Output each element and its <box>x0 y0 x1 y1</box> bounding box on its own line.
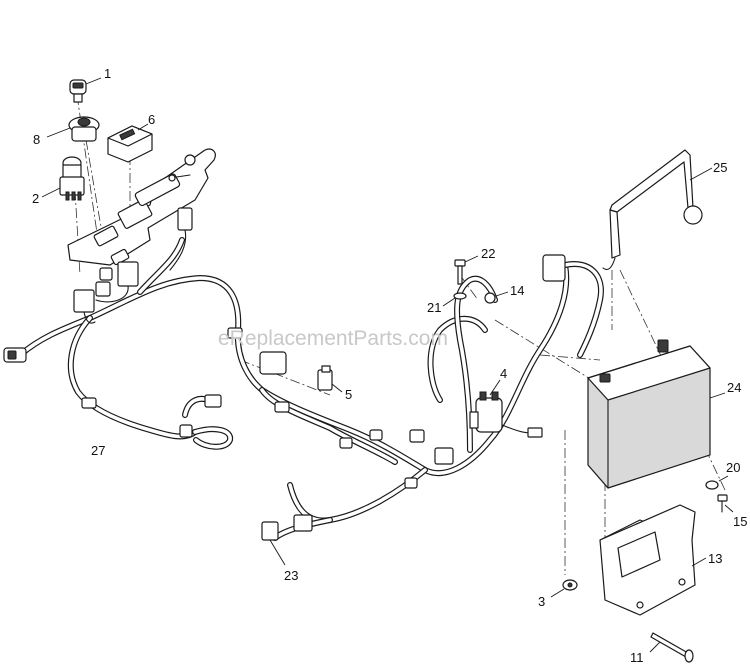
part-20-washer <box>705 475 729 490</box>
callout-1: 1 <box>104 66 111 81</box>
part-21-washer <box>442 292 467 307</box>
part-13-battery-tray <box>599 504 707 616</box>
callout-24: 24 <box>727 380 741 395</box>
callout-13: 13 <box>708 551 722 566</box>
part-15-screw <box>717 494 734 513</box>
callout-labels: 1 8 6 2 27 5 22 21 14 4 23 24 25 20 15 1… <box>32 66 747 665</box>
dash-panel <box>67 148 216 266</box>
callout-25: 25 <box>713 160 727 175</box>
part-2-pto-switch <box>41 156 85 201</box>
callout-8: 8 <box>33 132 40 147</box>
part-5-relay <box>317 365 343 393</box>
callout-21: 21 <box>427 300 441 315</box>
part-4-solenoid <box>469 379 543 438</box>
wiring-harness <box>3 237 604 541</box>
callout-22: 22 <box>481 246 495 261</box>
part-11-bolt <box>649 632 694 663</box>
callout-5: 5 <box>345 387 352 402</box>
part-14-terminal <box>484 291 509 304</box>
callout-6: 6 <box>148 112 155 127</box>
dash-connectors <box>73 207 193 324</box>
watermark-text: eReplacementParts.com <box>218 327 448 350</box>
part-1-key <box>69 77 102 103</box>
callout-15: 15 <box>733 514 747 529</box>
callout-14: 14 <box>510 283 524 298</box>
callout-4: 4 <box>500 366 507 381</box>
part-6-hour-meter <box>107 123 153 163</box>
callout-2: 2 <box>32 191 39 206</box>
callout-20: 20 <box>726 460 740 475</box>
callout-23: 23 <box>284 568 298 583</box>
callout-3: 3 <box>538 594 545 609</box>
part-23-connector <box>261 514 313 566</box>
callout-11: 11 <box>630 650 644 665</box>
part-24-battery <box>587 339 726 489</box>
callout-27: 27 <box>91 443 105 458</box>
part-8-ignition-switch <box>46 116 100 142</box>
part-3-nut <box>550 579 578 598</box>
part-22-bolt <box>454 255 479 285</box>
part-25-hold-down-strap <box>602 149 713 271</box>
